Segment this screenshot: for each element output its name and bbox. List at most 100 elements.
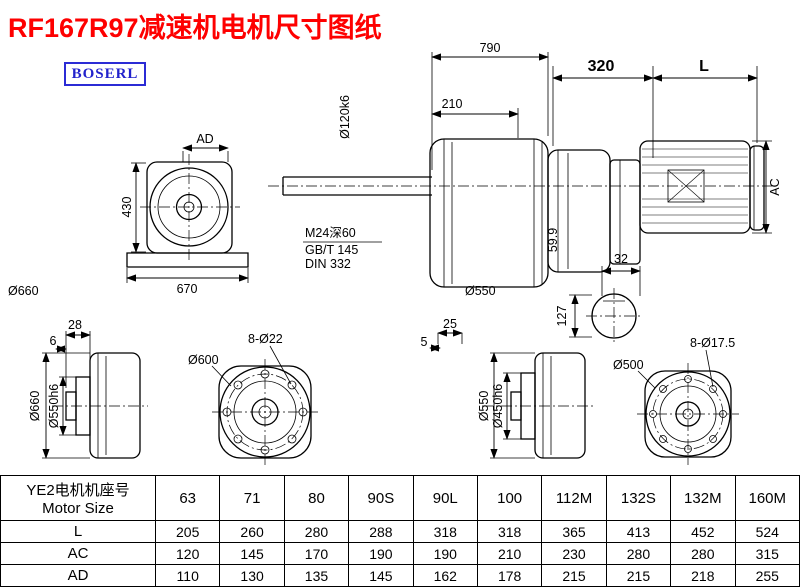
- table-cell: 215: [541, 564, 607, 587]
- dim-670: 670: [177, 282, 198, 296]
- size-col-header: 100: [476, 475, 543, 521]
- table-cell: 178: [476, 564, 543, 587]
- table-cell: 524: [734, 520, 800, 543]
- table-cell: 365: [541, 520, 607, 543]
- row-header-en: Motor Size: [42, 500, 114, 517]
- dim-790: 790: [480, 41, 501, 55]
- dim-320: 320: [588, 58, 615, 75]
- dim-127: 127: [555, 306, 569, 327]
- table-cell: 130: [219, 564, 285, 587]
- dim-320-group: 320: [552, 58, 654, 158]
- dim-210: 210: [442, 97, 463, 111]
- dim-dia550-mid: Ø550: [477, 391, 491, 422]
- dim-430: 430: [120, 197, 134, 218]
- table-row-header: YE2电机机座号 Motor Size: [0, 475, 156, 521]
- table-cell: 318: [412, 520, 478, 543]
- dim-28: 28: [68, 318, 82, 332]
- motor-size-table: YE2电机机座号 Motor Size 63 71 80 90S 90L 100…: [0, 475, 800, 587]
- dim-25-group: 25: [437, 317, 463, 344]
- motor-nameplate: [667, 169, 705, 203]
- row-label: AD: [0, 564, 156, 587]
- table-cell: 452: [670, 520, 736, 543]
- size-col-header: 132S: [605, 475, 672, 521]
- dim-127-group: 127: [555, 294, 592, 338]
- label-std-gbt: GB/T 145: [305, 243, 358, 257]
- table-cell: 260: [219, 520, 285, 543]
- dim-6-group: 6: [50, 334, 67, 353]
- table-cell: 280: [670, 542, 736, 565]
- table-cell: 145: [348, 564, 414, 587]
- table-cell: 170: [283, 542, 350, 565]
- dim-dia450h6: Ø450h6: [491, 384, 505, 429]
- size-col-header: 80: [283, 475, 350, 521]
- row-label: L: [0, 520, 156, 543]
- row-label: AC: [0, 542, 156, 565]
- table-cell: 218: [670, 564, 736, 587]
- table-cell: 210: [476, 542, 543, 565]
- brand-logo: BOSERL: [64, 62, 146, 86]
- dim-l-group: L: [652, 58, 758, 143]
- label-bolts-500: 8-Ø17.5: [690, 336, 735, 350]
- dim-dia550-group: Ø550: [477, 352, 535, 459]
- size-col-header: 63: [154, 475, 221, 521]
- table-cell: 315: [734, 542, 800, 565]
- main-assembly-view: 790 210 Ø120k6 320 L AC: [268, 41, 782, 344]
- dim-shaft-dia: Ø120k6: [338, 95, 352, 139]
- table-cell: 190: [412, 542, 478, 565]
- dim-430-group: 430: [120, 162, 146, 253]
- dim-6: 6: [50, 334, 57, 348]
- table-row-AD: AD 110 130 135 145 162 178 215 215 218 2…: [0, 564, 800, 587]
- table-cell: 255: [734, 564, 800, 587]
- technical-drawing: AD 430 670 Ø660: [8, 41, 782, 465]
- flange-view-600: 8-Ø22 Ø600: [188, 332, 318, 465]
- table-row-L: L 205 260 280 288 318 318 365 413 452 52…: [0, 520, 800, 543]
- dim-dia660: Ø660: [28, 391, 42, 422]
- size-col-header: 160M: [734, 475, 800, 521]
- label-tap: M24深60: [305, 226, 356, 240]
- label-dia500: Ø500: [613, 358, 644, 372]
- bottom-side-view-left: 28 6 Ø660 Ø550h6: [28, 318, 148, 459]
- dim-5: 5: [421, 335, 428, 349]
- dim-dia550h6-group: Ø550h6: [47, 376, 76, 436]
- table-cell: 280: [605, 542, 672, 565]
- table-cell: 230: [541, 542, 607, 565]
- dim-ac: AC: [768, 178, 782, 195]
- gearbox-front-view: AD 430 670 Ø660: [8, 132, 249, 298]
- dim-32-group: 32: [601, 252, 641, 296]
- size-col-header: 90S: [348, 475, 414, 521]
- table-cell: 280: [283, 520, 350, 543]
- label-dia660-front: Ø660: [8, 284, 39, 298]
- label-std-din: DIN 332: [305, 257, 351, 271]
- flange-view-500: 8-Ø17.5 Ø500: [613, 336, 739, 465]
- table-cell: 318: [476, 520, 543, 543]
- fan-cover: [749, 145, 765, 231]
- dim-210-group: 210: [431, 97, 519, 138]
- output-shaft: [282, 176, 432, 196]
- table-cell: 215: [605, 564, 672, 587]
- table-header-row: YE2电机机座号 Motor Size 63 71 80 90S 90L 100…: [0, 475, 800, 521]
- dim-28-group: 28: [65, 318, 91, 388]
- table-cell: 145: [219, 542, 285, 565]
- table-cell: 190: [348, 542, 414, 565]
- label-dia550-main: Ø550: [465, 284, 496, 298]
- row-header-cn: YE2电机机座号: [26, 482, 130, 499]
- size-col-header: 90L: [412, 475, 478, 521]
- table-cell: 205: [154, 520, 221, 543]
- dim-ac-group: AC: [752, 140, 782, 234]
- dim-670-group: 670: [126, 268, 249, 296]
- table-cell: 288: [348, 520, 414, 543]
- dim-ad: AD: [196, 132, 213, 146]
- size-col-header: 132M: [670, 475, 736, 521]
- dim-dia550h6: Ø550h6: [47, 384, 61, 429]
- motor-body: [639, 140, 765, 234]
- dim-dia450h6-group: Ø450h6: [491, 372, 521, 440]
- label-bolts-600: 8-Ø22: [248, 332, 283, 346]
- shaft-section-view: 127: [555, 288, 642, 344]
- dim-59-9: 59.9: [546, 228, 560, 252]
- size-col-header: 112M: [541, 475, 607, 521]
- table-cell: 162: [412, 564, 478, 587]
- table-cell: 413: [605, 520, 672, 543]
- dim-5-group: 5: [421, 335, 441, 352]
- shaft-tap-note: M24深60 GB/T 145 DIN 332: [303, 226, 382, 271]
- bottom-side-view-mid: 25 5 Ø550 Ø450h6: [421, 317, 596, 459]
